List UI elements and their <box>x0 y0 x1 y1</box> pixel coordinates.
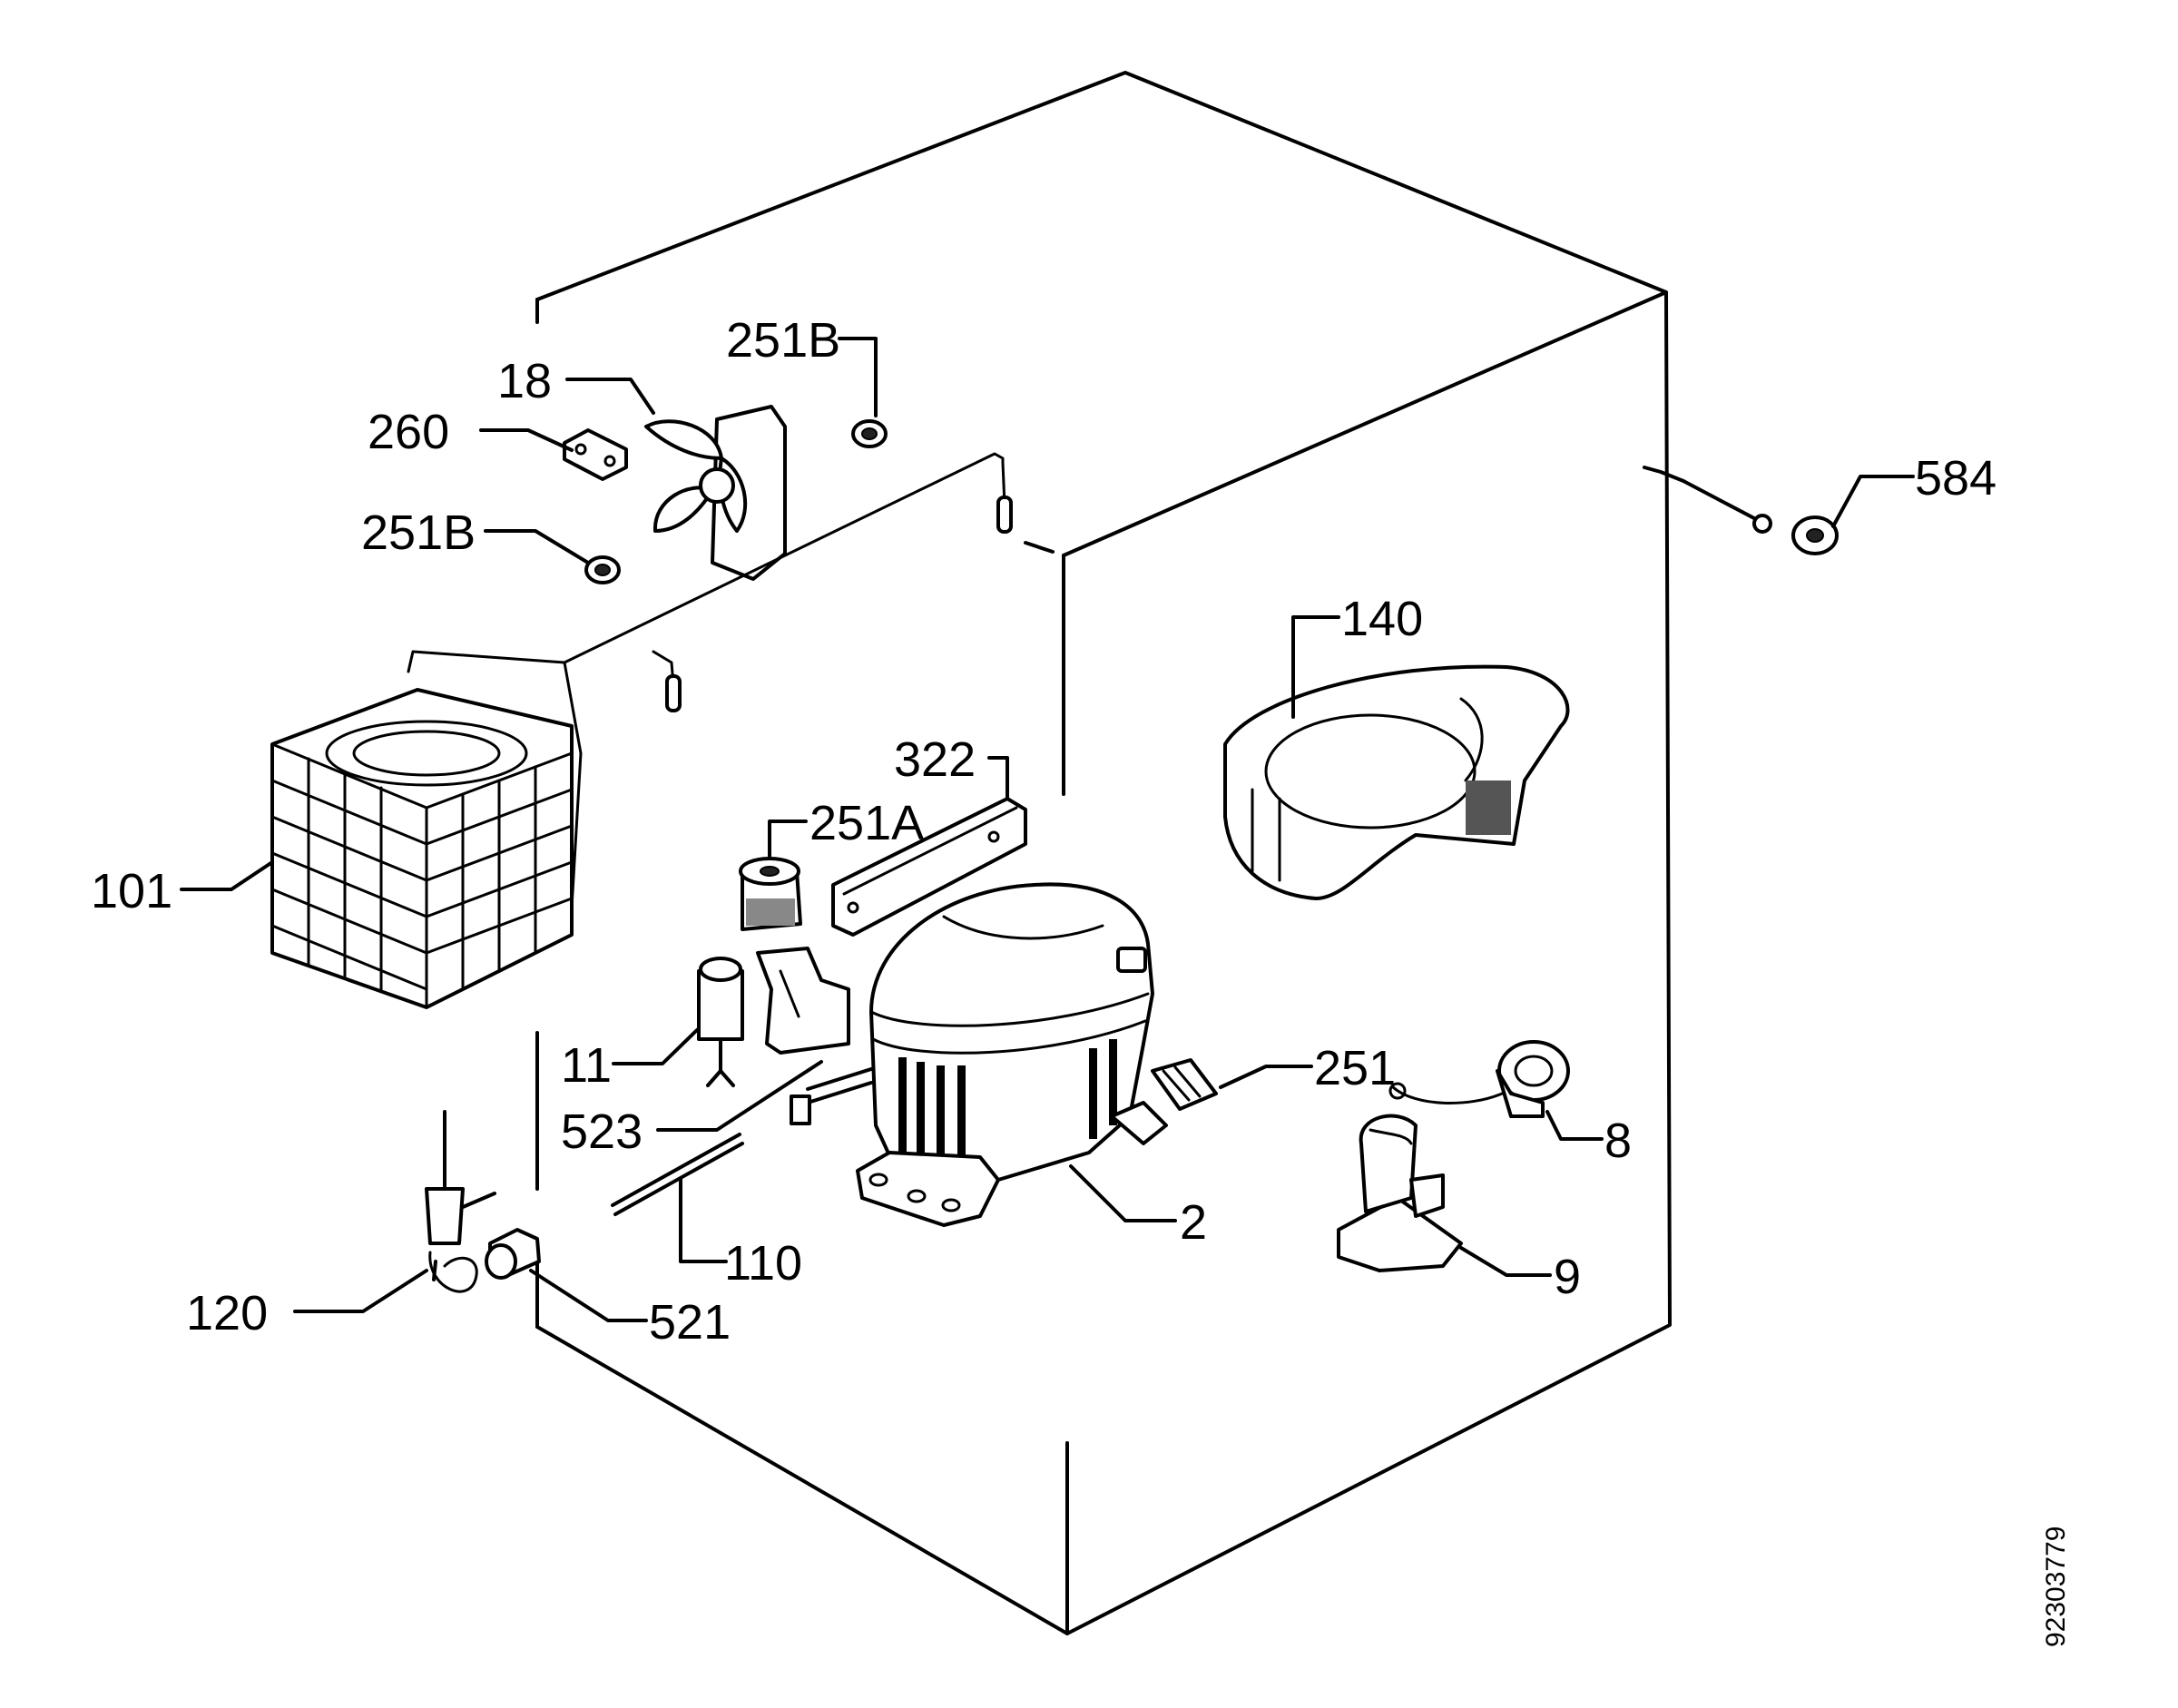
label-521: 521 <box>649 1295 731 1350</box>
overload-protector-part <box>1337 1114 1463 1272</box>
label-120: 120 <box>186 1286 268 1340</box>
label-251: 251 <box>1314 1041 1396 1095</box>
document-number: 92303779 <box>2041 1526 2071 1647</box>
screw-sensor-part <box>1643 466 1839 555</box>
rubber-mount-part <box>739 857 802 931</box>
grommet-strip-part <box>1151 1058 1218 1111</box>
starter-relay-part <box>697 957 744 1087</box>
label-18: 18 <box>497 354 552 408</box>
service-valve-part <box>425 1110 496 1293</box>
label-8: 8 <box>1604 1114 1632 1168</box>
label-2: 2 <box>1180 1195 1207 1250</box>
condenser-tubing <box>407 452 1013 909</box>
compressor-part <box>790 882 1168 1227</box>
label-584: 584 <box>1915 451 1996 506</box>
label-9: 9 <box>1554 1250 1581 1304</box>
grommet-part-top <box>851 419 888 448</box>
label-251B-top: 251B <box>726 313 840 368</box>
thermostat-part <box>1388 1040 1570 1118</box>
fan-motor-part <box>644 405 787 581</box>
part-labels: 584 251B 18 260 251B 140 101 322 251A 11… <box>91 313 1996 1350</box>
condenser-coil-part <box>270 688 574 1009</box>
label-110: 110 <box>724 1236 802 1291</box>
label-251B-left: 251B <box>361 506 476 560</box>
label-251A: 251A <box>809 796 924 850</box>
process-tube-part <box>611 1133 744 1216</box>
relay-clip-part <box>756 947 850 1055</box>
label-140: 140 <box>1341 592 1423 646</box>
grommet-part-left <box>584 555 621 584</box>
label-523: 523 <box>561 1104 643 1159</box>
cabinet-outline <box>535 71 1672 1635</box>
label-260: 260 <box>368 405 449 459</box>
leader-lines <box>180 337 1915 1322</box>
drip-tray-part <box>1223 664 1570 900</box>
label-101: 101 <box>91 864 172 918</box>
rubber-cap-part <box>485 1228 541 1280</box>
label-322: 322 <box>894 732 976 787</box>
label-11: 11 <box>561 1038 612 1093</box>
fan-bracket-part <box>563 428 628 481</box>
